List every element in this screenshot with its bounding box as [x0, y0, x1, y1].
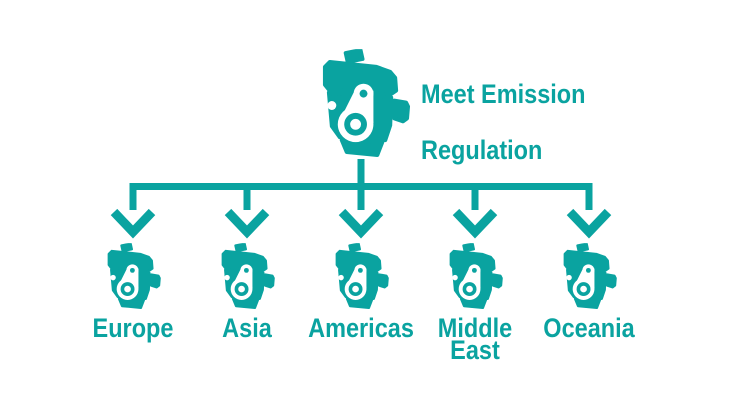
root-title-line2: Regulation	[421, 135, 543, 165]
engine-icon	[218, 243, 276, 311]
arrowhead-chevron	[452, 208, 498, 239]
region-label-americas: Americas	[308, 313, 414, 343]
branch-frame-line	[129, 183, 593, 210]
arrowhead-chevron	[224, 208, 270, 239]
engine-icon	[332, 243, 390, 311]
region-label-asia: Asia	[222, 313, 272, 343]
root-node-title: Meet Emission Regulation	[421, 80, 585, 164]
arrowhead-chevron	[566, 208, 612, 239]
arrowhead-chevron	[338, 208, 384, 239]
engine-icon	[104, 243, 162, 311]
region-label-oceania: Oceania	[543, 313, 635, 343]
engine-icon	[446, 243, 504, 311]
arrowhead-chevron	[110, 208, 156, 239]
region-label-middle-east: Middle East	[437, 313, 513, 365]
root-title-line1: Meet Emission	[421, 79, 586, 109]
region-label-europe: Europe	[92, 313, 174, 343]
engine-icon	[317, 49, 412, 160]
engine-icon	[560, 243, 618, 311]
